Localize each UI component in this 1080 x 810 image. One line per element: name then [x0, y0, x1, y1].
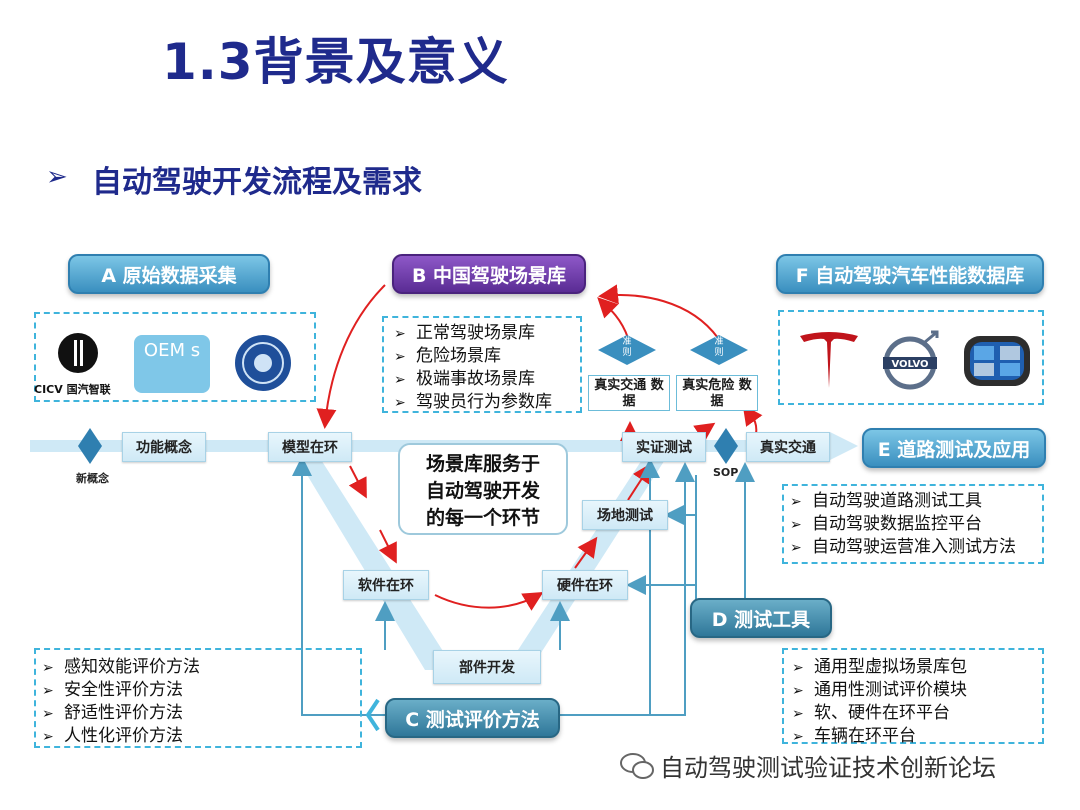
arrow-hil-to-site	[574, 536, 598, 569]
group-d-box	[782, 648, 1044, 744]
b-list: ➢正常驾驶场景库 ➢危险场景库 ➢极端事故场景库 ➢驾驶员行为参数库	[394, 322, 552, 414]
banner-c: C 测试评价方法	[385, 698, 560, 738]
list-item: ➢人性化评价方法	[42, 726, 183, 746]
node-real-traffic: 真实交通	[746, 432, 830, 462]
caeri-logo-icon	[233, 333, 293, 393]
list-item: ➢驾驶员行为参数库	[394, 392, 552, 412]
tesla-logo-icon	[796, 330, 862, 392]
node-site-test: 场地测试	[582, 500, 668, 530]
list-item: ➢极端事故场景库	[394, 369, 535, 389]
group-e-box	[782, 484, 1044, 564]
banner-a: A 原始数据采集	[68, 254, 270, 294]
list-item: ➢自动驾驶数据监控平台	[790, 514, 982, 534]
banner-e: E 道路测试及应用	[862, 428, 1046, 468]
arrow-traffic-data-to-b	[597, 297, 629, 339]
svg-text:VOLVO: VOLVO	[891, 359, 928, 370]
wechat-icon	[620, 752, 654, 780]
node-hardware-in-loop: 硬件在环	[542, 570, 628, 600]
banner-b: B 中国驾驶场景库	[392, 254, 586, 294]
cicv-logo-label: CICV 国汽智联	[34, 383, 111, 396]
geely-logo-icon	[960, 330, 1034, 392]
node-model-in-loop: 模型在环	[268, 432, 352, 462]
arrow-danger-data-to-b	[598, 284, 719, 339]
list-item: ➢通用性测试评价模块	[792, 680, 967, 700]
new-concept-milestone	[78, 428, 102, 464]
list-item: ➢正常驾驶场景库	[394, 323, 535, 343]
criteria-diamond-2: 准则	[690, 335, 748, 365]
list-item: ➢危险场景库	[394, 346, 501, 366]
cicv-logo-icon	[55, 330, 101, 376]
sop-milestone	[714, 428, 738, 464]
page-subtitle: 自动驾驶开发流程及需求	[92, 165, 422, 200]
group-f-box	[778, 310, 1044, 405]
chevron-left-icon	[365, 698, 380, 732]
list-item: ➢软、硬件在环平台	[792, 703, 950, 723]
new-concept-label: 新概念	[76, 472, 109, 485]
node-software-in-loop: 软件在环	[343, 570, 429, 600]
arrow-sil-to-hil	[434, 591, 544, 611]
arrow-mil-to-sil	[348, 465, 367, 499]
d-list: ➢通用型虚拟场景库包 ➢通用性测试评价模块 ➢软、硬件在环平台 ➢车辆在环平台	[792, 656, 967, 748]
node-part-development: 部件开发	[433, 650, 541, 684]
arrow-b-to-mil	[316, 284, 386, 429]
list-item: ➢通用型虚拟场景库包	[792, 657, 967, 677]
line-c-right-2	[600, 462, 695, 716]
node-function-concept: 功能概念	[122, 432, 206, 462]
real-traffic-data-box: 真实交通 数据	[588, 375, 670, 411]
watermark-text: 自动驾驶测试验证技术创新论坛	[660, 754, 996, 782]
page-title: 1.3背景及意义	[162, 33, 509, 91]
c-list: ➢感知效能评价方法 ➢安全性评价方法 ➢舒适性评价方法 ➢人性化评价方法	[42, 656, 200, 748]
sop-label: SOP	[713, 466, 739, 479]
center-callout: 场景库服务于 自动驾驶开发 的每一个环节	[398, 443, 568, 535]
group-b-box	[382, 316, 582, 413]
banner-f: F 自动驾驶汽车性能数据库	[776, 254, 1044, 294]
group-c-box	[34, 648, 362, 748]
volvo-logo-icon: VOLVO	[879, 330, 945, 392]
banner-d: D 测试工具	[690, 598, 832, 638]
group-a-box	[34, 312, 316, 402]
oem-logo: OEM s	[134, 335, 210, 393]
list-item: ➢车辆在环平台	[792, 726, 916, 746]
criteria-diamond-1: 准则	[598, 335, 656, 365]
list-item: ➢自动驾驶运营准入测试方法	[790, 537, 1016, 557]
v-left-arm	[295, 455, 455, 670]
list-item: ➢安全性评价方法	[42, 680, 183, 700]
timeline-arrow-head	[830, 432, 858, 460]
list-item: ➢自动驾驶道路测试工具	[790, 491, 982, 511]
line-c-to-mil	[292, 456, 385, 716]
real-danger-data-box: 真实危险 数据	[676, 375, 758, 411]
e-list: ➢自动驾驶道路测试工具 ➢自动驾驶数据监控平台 ➢自动驾驶运营准入测试方法	[790, 490, 1016, 559]
list-item: ➢感知效能评价方法	[42, 657, 200, 677]
list-item: ➢舒适性评价方法	[42, 703, 183, 723]
arrow-mid-to-sil	[378, 529, 397, 564]
bullet-arrow-icon: ➢	[46, 162, 68, 192]
node-verification-test: 实证测试	[622, 432, 706, 462]
